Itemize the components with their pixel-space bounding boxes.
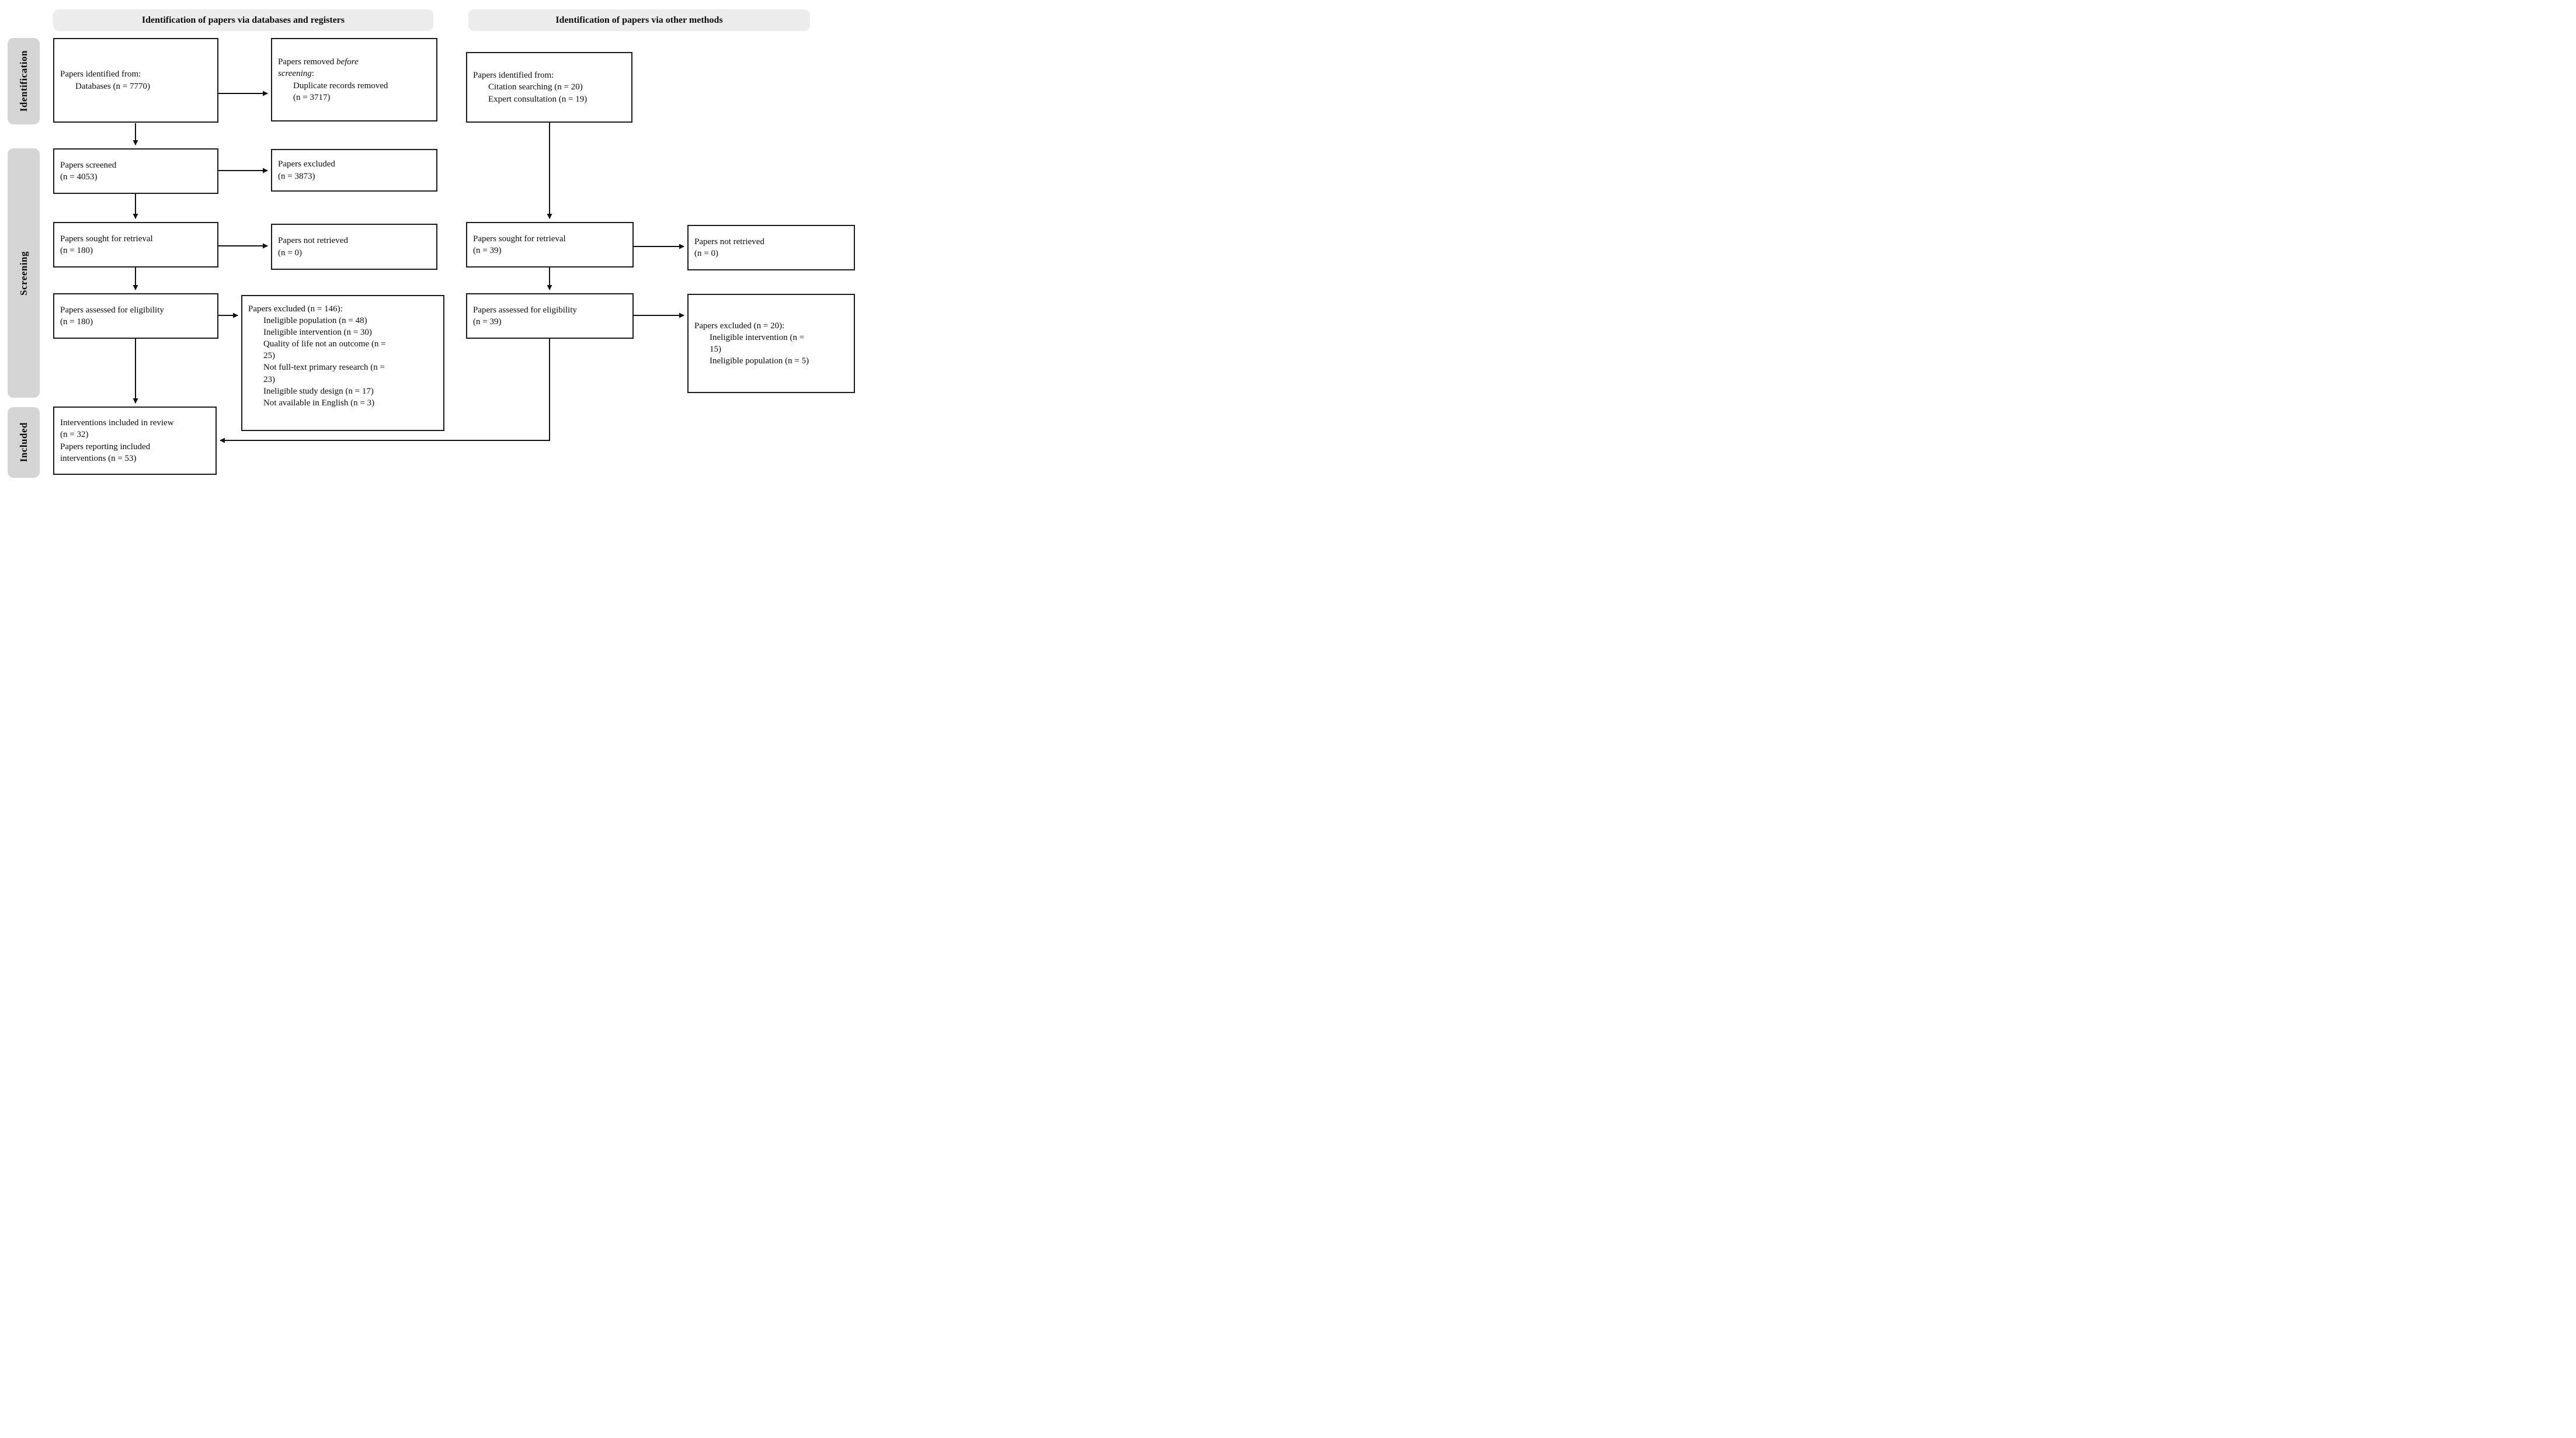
box-text-line: Papers excluded (n = 20): — [694, 321, 785, 331]
box-text-line: Ineligible population (n = 48) — [263, 316, 367, 326]
box-text-line: Papers identified from: — [473, 71, 554, 81]
box-text-line: (n = 3717) — [293, 92, 331, 102]
box-papers-excluded-eligibility-databases: Papers excluded (n = 146): Ineligible pop… — [241, 295, 444, 431]
box-text-line: Papers excluded (n = 146): — [248, 304, 343, 314]
box-text-line: Citation searching (n = 20) — [488, 82, 583, 92]
box-text-line: (n = 180) — [60, 317, 93, 326]
box-text-line: screening: — [278, 69, 314, 79]
box-text-line: (n = 180) — [60, 246, 93, 255]
box-text-line: (n = 3873) — [278, 171, 315, 181]
box-text-line: Not available in English (n = 3) — [263, 398, 375, 408]
box-text-line: (n = 39) — [473, 317, 502, 326]
box-text-line: Papers assessed for eligibility — [60, 305, 164, 315]
stage-label-included: Included — [8, 407, 40, 478]
column-header-label: Identification of papers via other metho… — [555, 15, 723, 25]
box-text-line: Not full-text primary research (n = — [263, 363, 385, 373]
box-papers-excluded-screening: Papers excluded (n = 3873) — [271, 149, 437, 192]
box-papers-excluded-eligibility-other: Papers excluded (n = 20):Ineligible inte… — [687, 294, 855, 393]
box-papers-not-retrieved-other: Papers not retrieved (n = 0) — [687, 225, 855, 270]
box-text-line: Expert consultation (n = 19) — [488, 94, 587, 104]
box-text-line: Databases (n = 7770) — [75, 81, 151, 91]
box-text-line: Ineligible population (n = 5) — [710, 356, 809, 366]
stage-label-screening: Screening — [8, 148, 40, 398]
box-text-line: Papers reporting included — [60, 442, 151, 451]
box-papers-screened: Papers screened (n = 4053) — [53, 148, 218, 194]
stage-label-text: Included — [18, 422, 29, 463]
stage-label-text: Screening — [18, 251, 29, 296]
box-text-line: 25) — [263, 351, 275, 361]
box-papers-assessed-eligibility-databases: Papers assessed for eligibility (n = 180) — [53, 293, 218, 339]
box-text-line: Papers sought for retrieval — [60, 234, 153, 244]
column-header-databases-registers: Identification of papers via databases a… — [53, 9, 433, 31]
box-text-line: 23) — [263, 374, 275, 384]
column-header-label: Identification of papers via databases a… — [141, 15, 345, 25]
stage-label-text: Identification — [18, 50, 29, 112]
box-text-line: Quality of life not an outcome (n = — [263, 339, 386, 349]
box-included-in-review: Interventions included in review (n = 32)… — [53, 407, 217, 475]
box-papers-identified-databases: Papers identified from: Databases (n = 77… — [53, 38, 218, 123]
box-text-line: Duplicate records removed — [293, 81, 388, 91]
box-text-line: Ineligible intervention (n = 30) — [263, 328, 372, 338]
box-text-line: (n = 4053) — [60, 172, 98, 182]
box-text-line: (n = 0) — [694, 249, 718, 258]
box-text-line: Papers identified from: — [60, 70, 141, 79]
box-text-line: Papers sought for retrieval — [473, 234, 566, 244]
box-text-line: Ineligible study design (n = 17) — [263, 386, 374, 396]
box-text-line: Papers not retrieved — [278, 236, 348, 246]
box-text-line: Papers not retrieved — [694, 237, 764, 246]
box-text-line: (n = 32) — [60, 430, 89, 440]
column-header-other-methods: Identification of papers via other metho… — [468, 9, 810, 31]
box-papers-identified-other-methods: Papers identified from:Citation searchin… — [466, 52, 632, 123]
box-text-line: (n = 0) — [278, 248, 302, 258]
box-text-line: (n = 39) — [473, 246, 502, 255]
box-papers-assessed-eligibility-other: Papers assessed for eligibility (n = 39) — [466, 293, 634, 339]
prisma-flow-diagram: Identification of papers via databases a… — [0, 0, 858, 480]
box-text-line: Ineligible intervention (n = — [710, 332, 805, 342]
stage-label-identification: Identification — [8, 38, 40, 124]
box-papers-sought-retrieval-other: Papers sought for retrieval (n = 39) — [466, 222, 634, 268]
box-papers-sought-retrieval-databases: Papers sought for retrieval (n = 180) — [53, 222, 218, 268]
box-papers-removed-before-screening: Papers removed before screening: Duplicate… — [271, 38, 437, 121]
box-papers-not-retrieved-databases: Papers not retrieved (n = 0) — [271, 224, 437, 270]
box-text-line: 15) — [710, 345, 721, 354]
box-text-line: Papers assessed for eligibility — [473, 305, 577, 315]
box-text-line: Papers screened — [60, 160, 117, 170]
box-text-line: Papers removed before — [278, 57, 359, 67]
box-text-line: Papers excluded — [278, 159, 335, 169]
box-text-line: Interventions included in review — [60, 418, 174, 428]
box-text-line: interventions (n = 53) — [60, 453, 137, 463]
